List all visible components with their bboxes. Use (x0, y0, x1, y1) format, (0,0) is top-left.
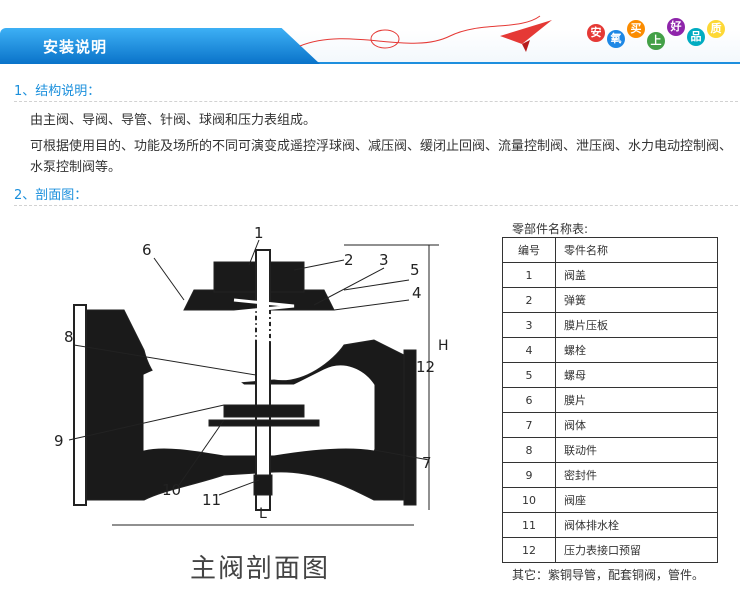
callout-10: 10 (162, 481, 181, 499)
callout-1: 1 (254, 224, 264, 242)
part-name: 压力表接口预留 (555, 537, 718, 563)
structure-line-1: 由主阀、导阀、导管、针阀、球阀和压力表组成。 (30, 113, 317, 128)
paper-plane-icon (500, 20, 552, 44)
part-name: 阀体 (555, 412, 718, 438)
slogan-char: 上 (647, 32, 665, 50)
part-number: 7 (502, 412, 556, 438)
part-number: 1 (502, 262, 556, 288)
header-name: 零件名称 (555, 237, 718, 263)
dim-h-label: H (438, 338, 449, 354)
part-number: 3 (502, 312, 556, 338)
part-number: 11 (502, 512, 556, 538)
part-name: 阀盖 (555, 262, 718, 288)
parts-table-title: 零部件名称表: (512, 222, 589, 236)
figure-caption: 主阀剖面图 (190, 554, 331, 584)
valve-cross-section: H L 1 2 3 5 4 6 7 8 9 10 11 12 (54, 224, 449, 526)
part-name: 阀体排水栓 (555, 512, 718, 538)
part-number: 8 (502, 437, 556, 463)
banner-tab (0, 28, 320, 64)
paper-plane-decoration (299, 15, 552, 52)
part-name: 膜片 (555, 387, 718, 413)
slogan-badges: 安 氧 买 上 好 品 质 (565, 8, 740, 58)
callout-7: 7 (422, 454, 432, 472)
callout-5: 5 (410, 261, 420, 279)
part-name: 螺母 (555, 362, 718, 388)
callout-11: 11 (202, 491, 221, 509)
part-name: 阀座 (555, 487, 718, 513)
slogan-char: 好 (667, 18, 685, 36)
structure-line-2: 可根据使用目的、功能及场所的不同可演变成遥控浮球阀、减压阀、缓闭止回阀、流量控制… (30, 139, 733, 154)
structure-line-3: 水泵控制阀等。 (30, 160, 122, 175)
part-number: 12 (502, 537, 556, 563)
part-number: 5 (502, 362, 556, 388)
section-heading: 2、剖面图： (14, 188, 88, 203)
part-number: 9 (502, 462, 556, 488)
part-name: 膜片压板 (555, 312, 718, 338)
slogan-char: 品 (687, 28, 705, 46)
part-name: 螺栓 (555, 337, 718, 363)
callout-2: 2 (344, 251, 354, 269)
part-number: 6 (502, 387, 556, 413)
slogan-char: 安 (587, 24, 605, 42)
part-number: 10 (502, 487, 556, 513)
banner-title: 安装说明 (43, 38, 108, 56)
header-no: 编号 (502, 237, 556, 263)
callout-12: 12 (416, 358, 435, 376)
callout-8: 8 (64, 328, 74, 346)
table-header-row: 编号 零件名称 (502, 237, 718, 263)
slogan-char: 氧 (607, 30, 625, 48)
header-banner: 安装说明 安 氧 买 上 好 品 质 (0, 0, 740, 68)
structure-heading: 1、结构说明： (14, 84, 101, 99)
divider (14, 101, 738, 102)
callout-4: 4 (412, 284, 422, 302)
part-number: 4 (502, 337, 556, 363)
divider (14, 205, 738, 206)
part-name: 联动件 (555, 437, 718, 463)
dim-l-label: L (259, 506, 267, 522)
part-name: 密封件 (555, 462, 718, 488)
parts-note: 其它：紫铜导管，配套铜阀，管件。 (512, 568, 705, 582)
part-number: 2 (502, 287, 556, 313)
callout-3: 3 (379, 251, 389, 269)
callout-9: 9 (54, 432, 64, 450)
callout-6: 6 (142, 241, 152, 259)
slogan-char: 质 (707, 20, 725, 38)
part-name: 弹簧 (555, 287, 718, 313)
slogan-char: 买 (627, 20, 645, 38)
